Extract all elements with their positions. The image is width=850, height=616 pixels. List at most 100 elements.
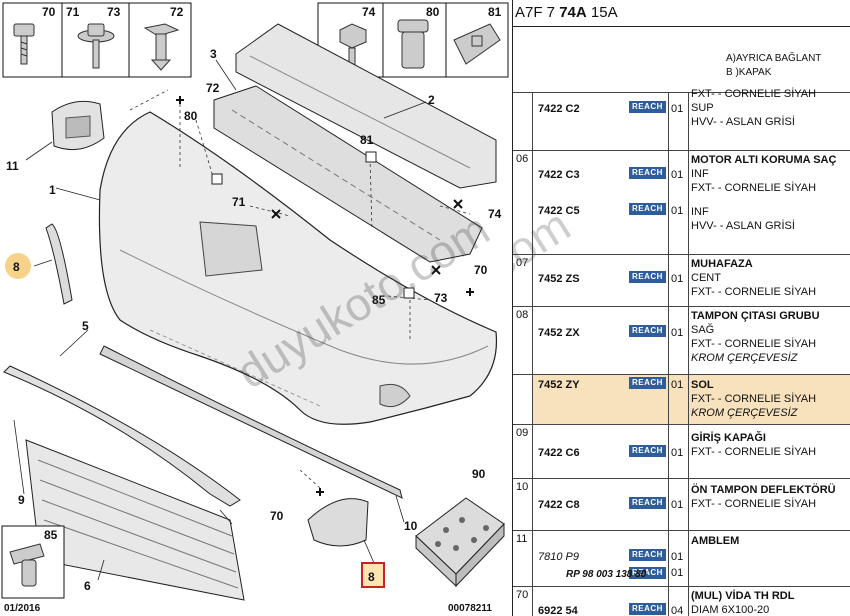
table-row[interactable]: 08 7452 ZX REACH 01 TAMPON ÇITASI GRUBU … [513, 306, 850, 375]
part-qty: 01 [671, 567, 684, 579]
desc-title: AMBLEM [691, 535, 740, 547]
part-description: ÖN TAMPON DEFLEKTÖRÜ FXT- - CORNELIE SİY… [691, 483, 836, 511]
part-qty: 01 [671, 169, 684, 181]
header-code-bold: 74A [559, 4, 587, 21]
group-cell: 70 [513, 587, 533, 616]
callout-85: 85 [372, 293, 386, 307]
screw-icon [13, 23, 35, 65]
part-qty: 04 [671, 605, 684, 616]
group-cell: 07 [513, 255, 533, 307]
fastener-box-left: 70 71 73 72 [2, 2, 192, 78]
box-label-85: 85 [44, 528, 58, 542]
part-qty: 01 [671, 273, 684, 285]
part-qty: 01 [671, 205, 684, 217]
diagram-date: 01/2016 [4, 603, 41, 614]
part-ref[interactable]: 7422 C3 [538, 169, 580, 181]
part-qty: 01 [671, 379, 684, 391]
callout-80: 80 [184, 109, 198, 123]
emblem-part [51, 100, 105, 151]
box-label-70: 70 [42, 5, 56, 19]
reach-badge: REACH [629, 203, 666, 215]
desc-line: FXT- - CORNELIE SİYAH [691, 182, 817, 194]
desc-line: HVV- - ASLAN GRİSİ [691, 220, 795, 232]
side-trim-part [45, 223, 73, 305]
part-qty: 01 [671, 551, 684, 563]
part-qty: 01 [671, 103, 684, 115]
part-ref[interactable]: 7422 C6 [538, 447, 580, 459]
nut-screw-icon [339, 23, 367, 69]
part-ref[interactable]: 7452 ZX [538, 327, 580, 339]
rp-reference: RP 98 003 138 80 [566, 569, 647, 580]
callout-1: 1 [49, 183, 56, 197]
header-code-prefix: A7F 7 [515, 4, 560, 21]
table-row[interactable]: 7422 C2 REACH 01 FXT- - CORNELIE SİYAH S… [513, 88, 850, 151]
reach-badge: REACH [629, 101, 666, 113]
callout-70: 70 [474, 263, 488, 277]
part-ref[interactable]: 7422 C8 [538, 499, 580, 511]
lower-grille-part [25, 439, 245, 601]
part-ref[interactable]: 7422 C2 [538, 103, 580, 115]
desc-title: GİRİŞ KAPAĞI [691, 432, 766, 444]
group-cell [513, 375, 533, 425]
desc-line: CENT [691, 272, 721, 284]
callout-8-selected: 8 [368, 570, 375, 584]
callout-11: 11 [6, 159, 19, 173]
part-description: (MUL) VİDA TH RDL DIAM 6X100-20 [691, 589, 794, 616]
desc-line: SUP [691, 102, 714, 114]
group-cell: 11 [513, 531, 533, 587]
desc-title: (MUL) VİDA TH RDL [691, 590, 795, 602]
reach-badge: REACH [629, 445, 666, 457]
table-row[interactable]: 06 7422 C3 REACH 01 MOTOR ALTI KORUMA SA… [513, 150, 850, 263]
box-label-73: 73 [107, 5, 121, 19]
reach-badge: REACH [629, 497, 666, 509]
table-row-selected[interactable]: 7452 ZY REACH 01 SOL FXT- - CORNELIE SİY… [513, 374, 850, 425]
fastener-kit-part [415, 497, 505, 588]
callout-8: 8 [13, 260, 20, 274]
desc-title: MUHAFAZA [691, 258, 753, 270]
table-row[interactable]: 09 7422 C6 REACH 01 GİRİŞ KAPAĞI FXT- - … [513, 424, 850, 479]
washer-screw-icon [77, 23, 115, 69]
part-ref[interactable]: 7810 P9 [538, 551, 579, 563]
part-qty: 01 [671, 327, 684, 339]
selected-callout-frame [361, 562, 385, 588]
box-label-72: 72 [170, 5, 184, 19]
box-label-74: 74 [362, 5, 376, 19]
clip-icon [143, 23, 180, 71]
part-description: AMBLEM [691, 534, 739, 548]
part-ref[interactable]: 7422 C5 [538, 205, 580, 217]
group-cell: 10 [513, 479, 533, 531]
bumper-cover-part [98, 111, 498, 425]
desc-line: HVV- - ASLAN GRİSİ [691, 116, 795, 128]
part-description: TAMPON ÇITASI GRUBU SAĞ FXT- - CORNELIE … [691, 309, 820, 365]
group-cell [513, 93, 533, 151]
desc-title: MOTOR ALTI KORUMA SAÇ [691, 154, 837, 166]
clip-square-marker [403, 287, 415, 299]
desc-line: FXT- - CORNELIE SİYAH [691, 393, 817, 405]
table-row[interactable]: 10 7422 C8 REACH 01 ÖN TAMPON DEFLEKTÖRÜ… [513, 478, 850, 531]
part-ref[interactable]: 7452 ZS [538, 273, 580, 285]
part-description: MOTOR ALTI KORUMA SAÇ INF FXT- - CORNELI… [691, 153, 836, 195]
table-row[interactable]: 11 7810 P9 REACH REACH 01 01 RP 98 003 1… [513, 530, 850, 587]
box-label-71: 71 [66, 5, 80, 19]
desc-line: KROM ÇERÇEVESİZ [691, 407, 798, 419]
header-code-suffix: 15A [586, 4, 618, 21]
exploded-parts-diagram: 70 71 73 72 74 80 8 1 [1, 2, 509, 614]
callout-9: 9 [18, 493, 25, 507]
part-ref[interactable]: 7452 ZY [538, 379, 580, 391]
desc-line: SAĞ [691, 324, 715, 336]
callout-2: 2 [428, 93, 435, 107]
table-row[interactable]: 07 7452 ZS REACH 01 MUHAFAZA CENT FXT- -… [513, 254, 850, 307]
desc-title: TAMPON ÇITASI GRUBU [691, 310, 820, 322]
reach-badge: REACH [629, 567, 666, 579]
part-ref[interactable]: 6922 54 [538, 605, 578, 616]
callout-3: 3 [210, 47, 217, 61]
diagram-code: 00078211 [448, 603, 492, 614]
callout-5: 5 [82, 319, 89, 333]
desc-line: INF [691, 206, 709, 218]
absorber-beam-part [235, 23, 497, 189]
bracket-clip-icon [453, 23, 501, 65]
part-description: MUHAFAZA CENT FXT- - CORNELIE SİYAH [691, 257, 816, 299]
desc-line: FXT- - CORNELIE SİYAH [691, 498, 817, 510]
box-label-80: 80 [426, 5, 440, 19]
table-row[interactable]: 70 6922 54 REACH 04 (MUL) VİDA TH RDL DI… [513, 586, 850, 616]
